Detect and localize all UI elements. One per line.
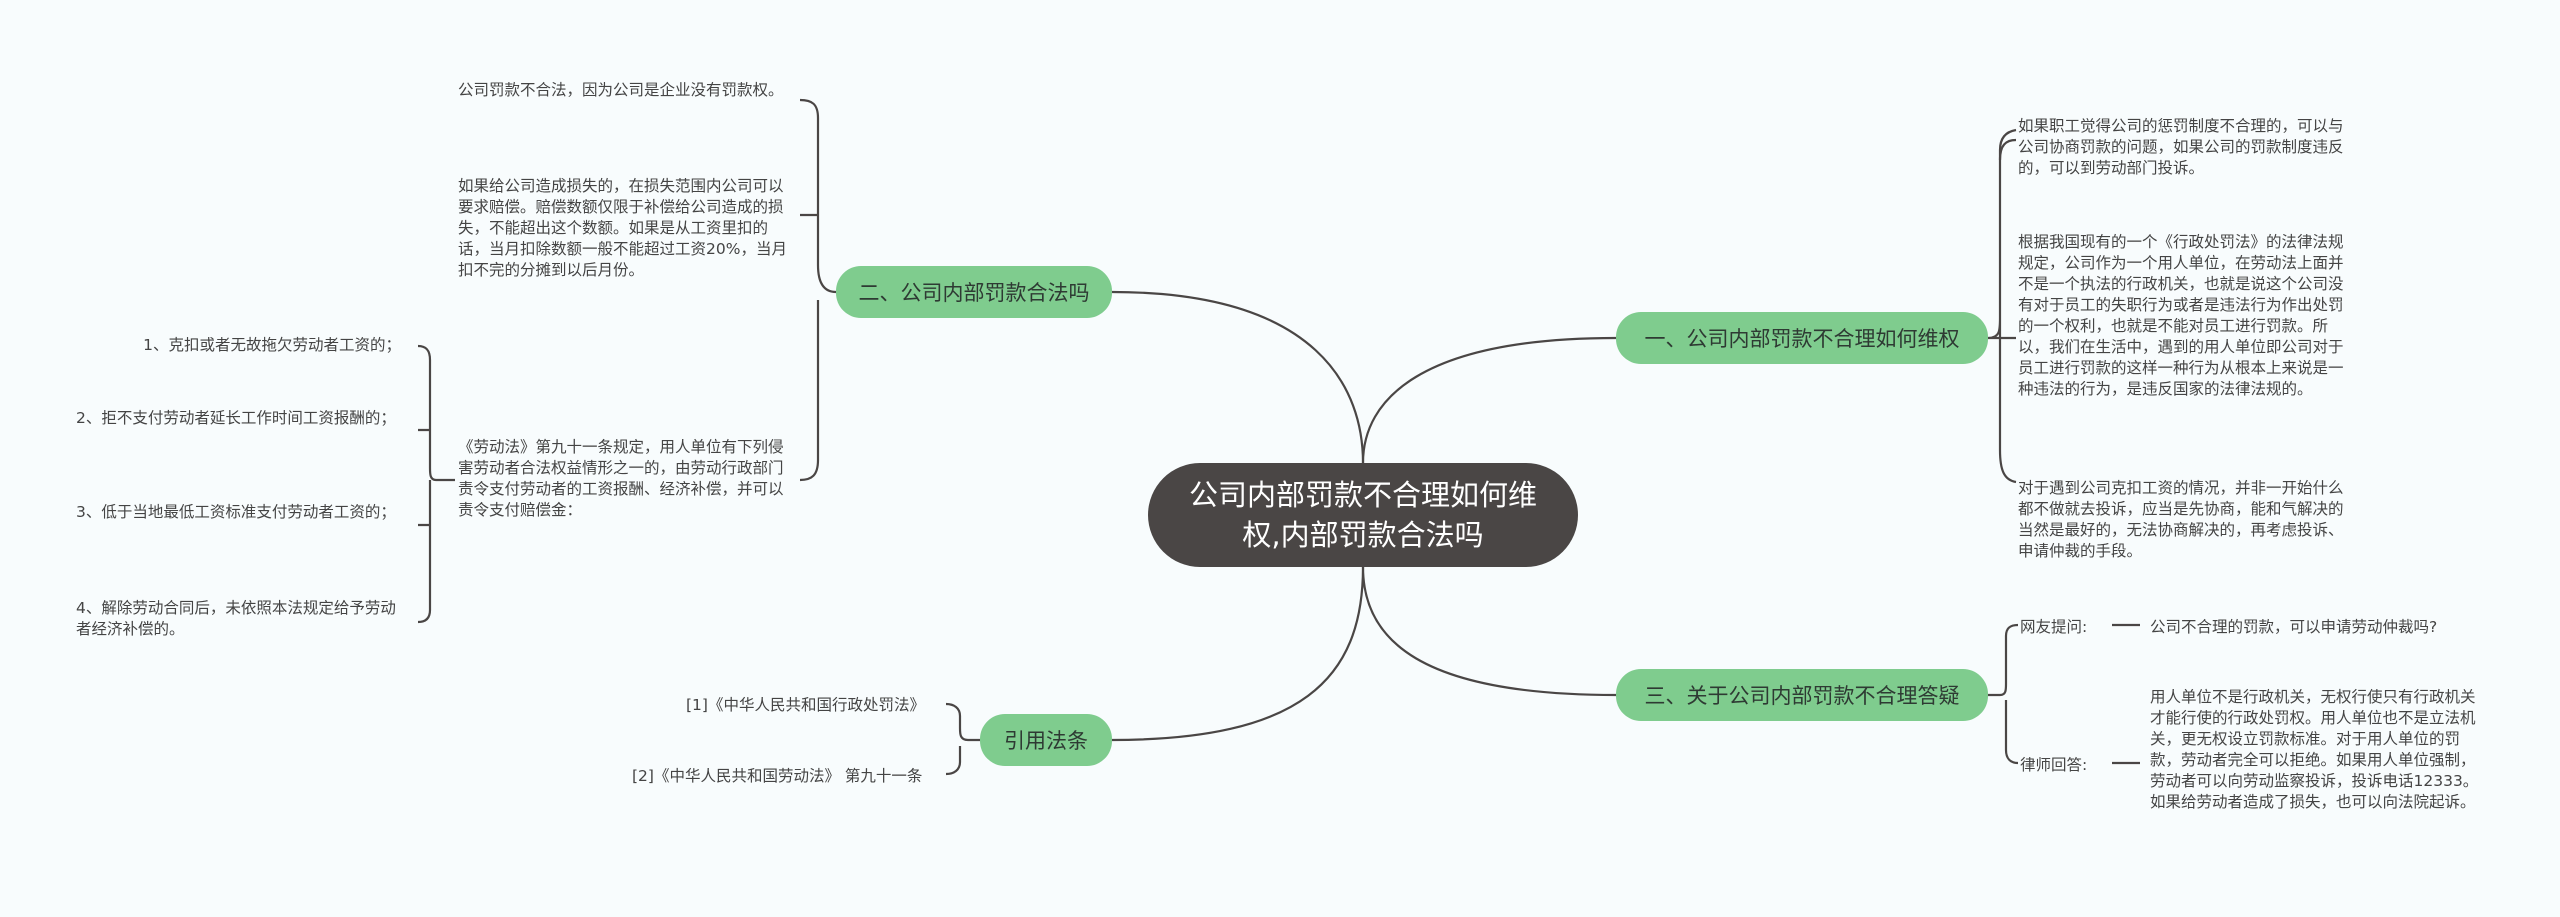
answer-label: 律师回答: — [2020, 756, 2088, 774]
leaf-sub-1: 1、克扣或者无故拖欠劳动者工资的； — [143, 336, 401, 354]
branch-label: 引用法条 — [1004, 729, 1088, 753]
brace-sub — [417, 344, 455, 624]
question-label: 网友提问: — [2020, 618, 2088, 636]
leaf-b2-1: 公司罚款不合法，因为公司是企业没有罚款权。 — [458, 81, 784, 99]
brace-b3 — [1988, 623, 2019, 765]
branch-cited-laws[interactable]: 引用法条 — [980, 714, 1112, 766]
brace-b4 — [945, 702, 980, 776]
leaf-sub-4: 4、解除劳动合同后，未依照本法规定给予劳动者经济补偿的。 — [76, 599, 396, 638]
leaf-sub-3: 3、低于当地最低工资标准支付劳动者工资的； — [76, 503, 396, 521]
link-center-b2 — [1111, 290, 1365, 464]
leaf-b1-3: 对于遇到公司克扣工资的情况，并非一开始什么都不做就去投诉，应当是先协商，能和气解… — [2018, 479, 2344, 560]
leaf-b1-1: 如果职工觉得公司的惩罚制度不合理的，可以与公司协商罚款的问题，如果公司的罚款制度… — [2018, 117, 2344, 177]
leaf-b2-2: 如果给公司造成损失的，在损失范围内公司可以要求赔偿。赔偿数额仅限于补偿给公司造成… — [458, 177, 787, 279]
cited-law-1: [1]《中华人民共和国行政处罚法》 — [686, 696, 925, 714]
link-center-b3 — [1361, 566, 1617, 697]
answer-text: 用人单位不是行政机关，无权行使只有行政机关才能行使的行政处罚权。用人单位也不是立… — [2150, 688, 2479, 811]
question-text: 公司不合理的罚款，可以申请劳动仲裁吗? — [2150, 618, 2438, 636]
link-center-b1 — [1361, 336, 1617, 464]
central-topic-label: 公司内部罚款不合理如何维权,内部罚款合法吗 — [1188, 478, 1537, 552]
branch-how-to-defend-rights[interactable]: 一、公司内部罚款不合理如何维权 — [1616, 312, 1988, 364]
brace-b1 — [1987, 128, 2017, 484]
link-center-b4 — [1111, 566, 1365, 742]
central-topic[interactable]: 公司内部罚款不合理如何维权,内部罚款合法吗 — [1148, 463, 1578, 567]
leaf-b2-3: 《劳动法》第九十一条规定，用人单位有下列侵害劳动者合法权益情形之一的，由劳动行政… — [458, 438, 784, 519]
brace-b2 — [799, 98, 837, 482]
branch-is-fine-legal[interactable]: 二、公司内部罚款合法吗 — [836, 266, 1112, 318]
leaf-b1-2: 根据我国现有的一个《行政处罚法》的法律法规规定，公司作为一个用人单位，在劳动法上… — [2018, 233, 2344, 398]
brace-b1-top — [1998, 138, 2017, 161]
cited-law-2: [2]《中华人民共和国劳动法》 第九十一条 — [632, 767, 923, 785]
branch-label: 三、关于公司内部罚款不合理答疑 — [1644, 684, 1960, 708]
branch-label: 一、公司内部罚款不合理如何维权 — [1644, 327, 1960, 351]
branch-label: 二、公司内部罚款合法吗 — [858, 281, 1090, 305]
leaf-sub-2: 2、拒不支付劳动者延长工作时间工资报酬的； — [76, 409, 396, 427]
branch-qa[interactable]: 三、关于公司内部罚款不合理答疑 — [1616, 669, 1988, 721]
